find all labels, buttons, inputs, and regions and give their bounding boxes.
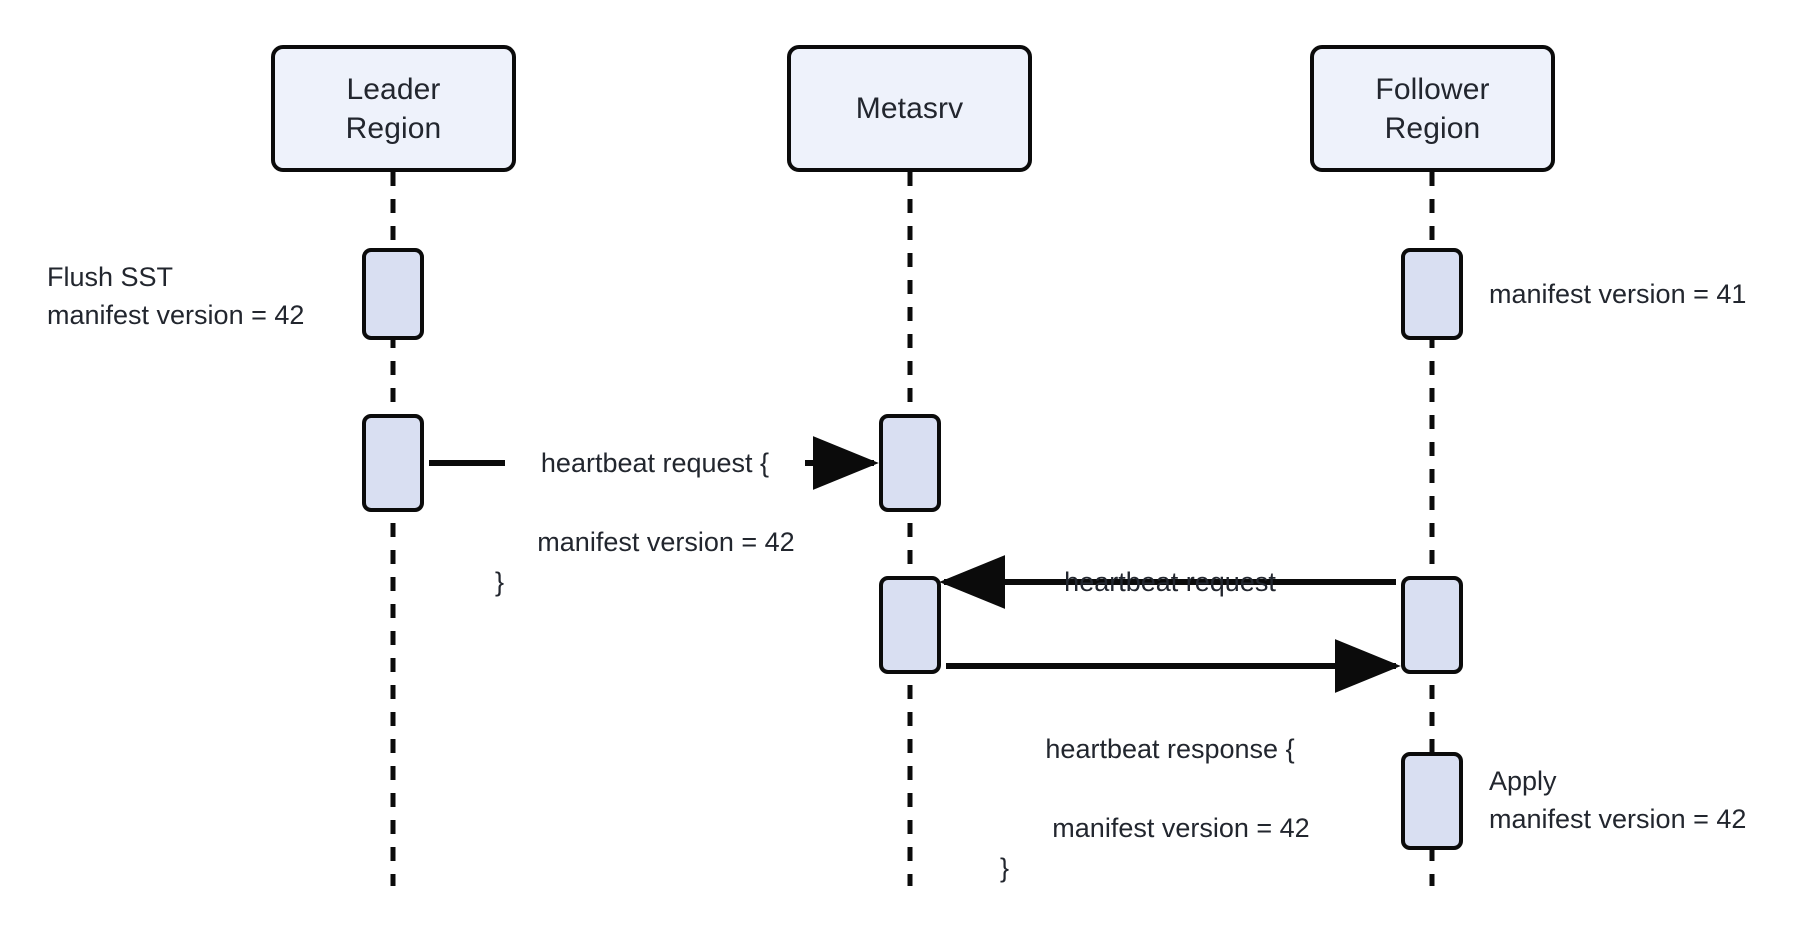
participant-metasrv[interactable]: Metasrv [787, 45, 1032, 172]
msg-label-line-3: } [1000, 852, 1010, 883]
msg-label-line-3: } [495, 566, 505, 597]
activation-follower-heartbeat[interactable] [1401, 576, 1463, 674]
msg-label-heartbeat-request-follower: heartbeat request [970, 523, 1370, 602]
activation-follower-apply[interactable] [1401, 752, 1463, 850]
activation-follower-version[interactable] [1401, 248, 1463, 340]
msg-label-line-2: manifest version = 42 [537, 527, 795, 558]
note-apply-manifest-version: Apply manifest version = 42 [1489, 766, 1747, 835]
note-follower-manifest-version: manifest version = 41 [1489, 279, 1747, 309]
msg-label-heartbeat-request-leader: heartbeat request { manifest version = 4… [495, 404, 815, 642]
msg-label-heartbeat-response: heartbeat response { manifest version = … [1000, 690, 1340, 928]
msg-label-line-2: manifest version = 42 [1052, 813, 1310, 844]
activation-metasrv-follower-heartbeat[interactable] [879, 576, 941, 674]
participant-leader-region[interactable]: Leader Region [271, 45, 516, 172]
msg-label-line-1: heartbeat response { [1045, 733, 1295, 764]
activation-leader-flush[interactable] [362, 248, 424, 340]
participant-follower-region[interactable]: Follower Region [1310, 45, 1555, 172]
note-flush-sst: Flush SST manifest version = 42 [47, 262, 305, 331]
msg-label-line-1: heartbeat request { [540, 447, 770, 478]
msg-label-line-1: heartbeat request [1064, 566, 1276, 597]
activation-leader-heartbeat[interactable] [362, 414, 424, 512]
activation-metasrv-leader-heartbeat[interactable] [879, 414, 941, 512]
